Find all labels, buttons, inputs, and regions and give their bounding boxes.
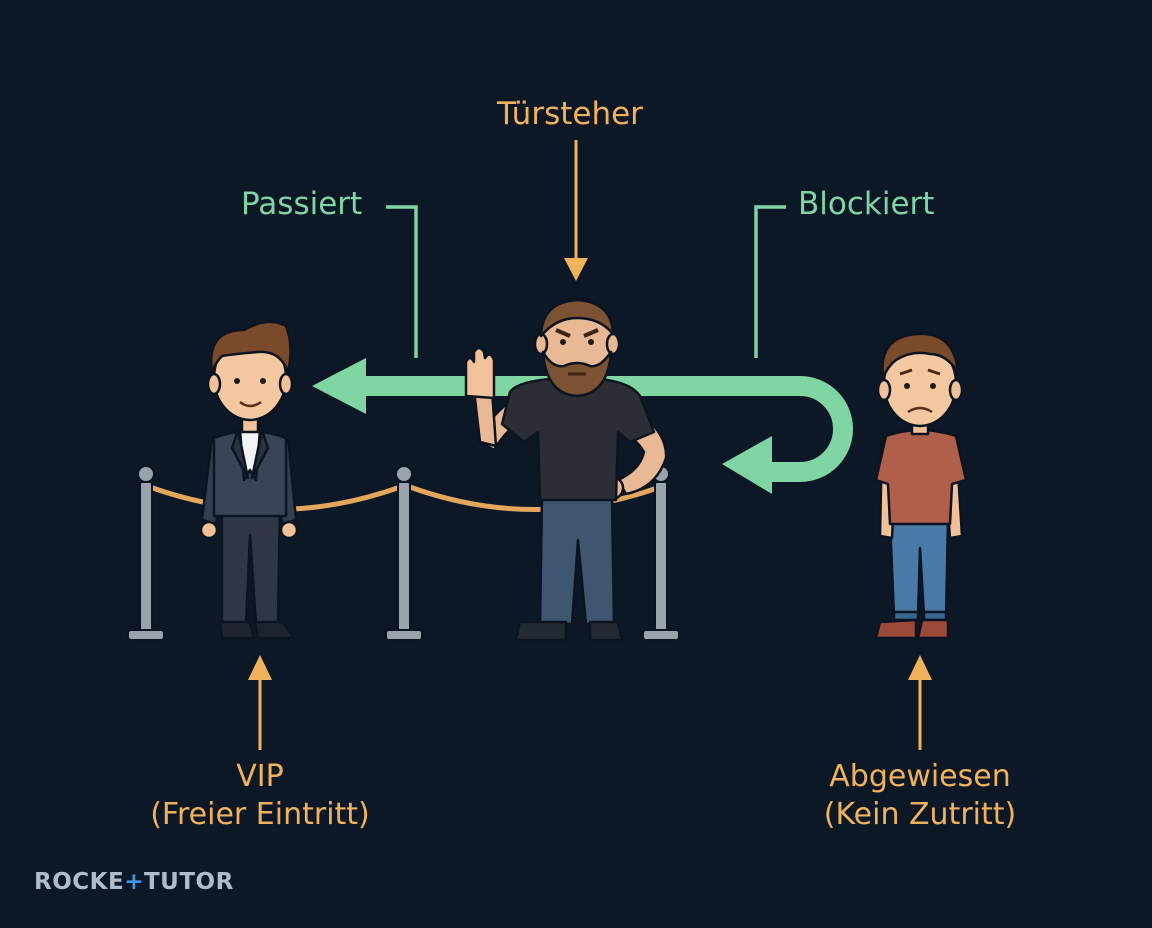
flow-arrows (312, 205, 853, 494)
doorman-label: Türsteher (497, 96, 643, 132)
vip-figure (199, 320, 299, 640)
blocked-bracket (754, 205, 786, 358)
passed-label: Passiert (241, 186, 363, 222)
stanchion-2 (385, 465, 423, 641)
logo-part1: ROCKE (34, 869, 125, 895)
pass-arrow-shaft (355, 376, 853, 482)
vip-pointer-head (248, 655, 272, 680)
rope-right (407, 484, 663, 512)
brand-logo: ROCKE+TUTOR (34, 869, 234, 895)
stanchion-3 (642, 465, 680, 641)
rope-barrier (127, 465, 680, 641)
rejected-label: Abgewiesen (Kein Zutritt) (800, 758, 1040, 834)
rejected-figure (874, 332, 968, 640)
doorman-figure (464, 296, 668, 642)
pass-arrow-head (312, 358, 366, 414)
blocked-label: Blockiert (798, 186, 935, 222)
blocked-arrow-head (722, 436, 772, 494)
vip-label-line1: VIP (236, 759, 284, 794)
logo-last: R (215, 869, 234, 895)
passed-bracket (386, 205, 418, 358)
logo-part2: TUTO (143, 869, 216, 895)
vip-label: VIP (Freier Eintritt) (130, 758, 390, 834)
stanchion-1 (127, 465, 165, 641)
doorman-pointer-head (564, 258, 588, 281)
rejected-label-line1: Abgewiesen (829, 759, 1011, 794)
pointer-arrows (248, 140, 932, 750)
rejected-label-line2: (Kein Zutritt) (823, 797, 1017, 832)
vip-label-line2: (Freier Eintritt) (150, 797, 370, 832)
rejected-pointer-head (908, 655, 932, 680)
logo-plus: + (124, 869, 144, 895)
